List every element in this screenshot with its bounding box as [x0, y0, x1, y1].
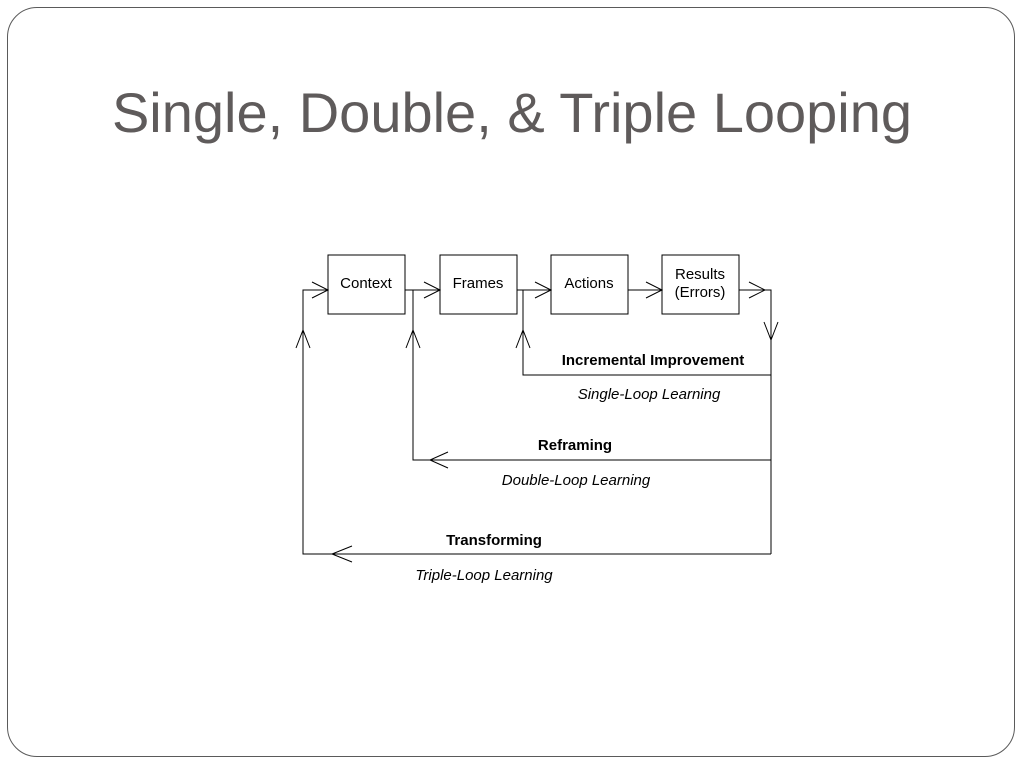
triple-loop-arrowhead-up [295, 328, 311, 349]
actions-box [550, 254, 629, 315]
slide-title: Single, Double, & Triple Looping [111, 81, 913, 144]
frames-box [439, 254, 518, 315]
double-loop-arrowhead-left [428, 451, 449, 469]
results-box [661, 254, 740, 315]
arrowhead-actions [534, 281, 553, 299]
results-output-line [739, 289, 772, 554]
arrowhead-frames [423, 281, 442, 299]
slide-frame [7, 7, 1015, 757]
single-loop-sublabel: Single-Loop Learning [578, 386, 721, 403]
double-loop-sublabel: Double-Loop Learning [502, 472, 651, 489]
results-label-line2: (Errors) [675, 284, 726, 301]
arrowhead-results [645, 281, 664, 299]
double-loop-label: Reframing [538, 437, 612, 454]
context-label: Context [340, 275, 393, 292]
double-loop-arrowhead-up [405, 328, 421, 349]
triple-loop-arrowhead-left [330, 545, 353, 563]
frames-label: Frames [453, 275, 504, 292]
triple-loop-label: Transforming [446, 532, 542, 549]
triple-loop-sublabel: Triple-Loop Learning [415, 567, 553, 584]
single-loop-line [522, 290, 771, 376]
double-loop-line [412, 290, 771, 461]
triple-loop-line [302, 289, 771, 555]
single-loop-arrowhead [515, 328, 531, 349]
single-loop-label: Incremental Improvement [562, 352, 745, 369]
arrowhead-context [311, 281, 330, 299]
arrowhead-results-out [748, 281, 767, 299]
context-box [327, 254, 406, 315]
arrowhead-down [763, 321, 779, 342]
actions-label: Actions [564, 275, 613, 292]
results-label-line1: Results [675, 266, 725, 283]
